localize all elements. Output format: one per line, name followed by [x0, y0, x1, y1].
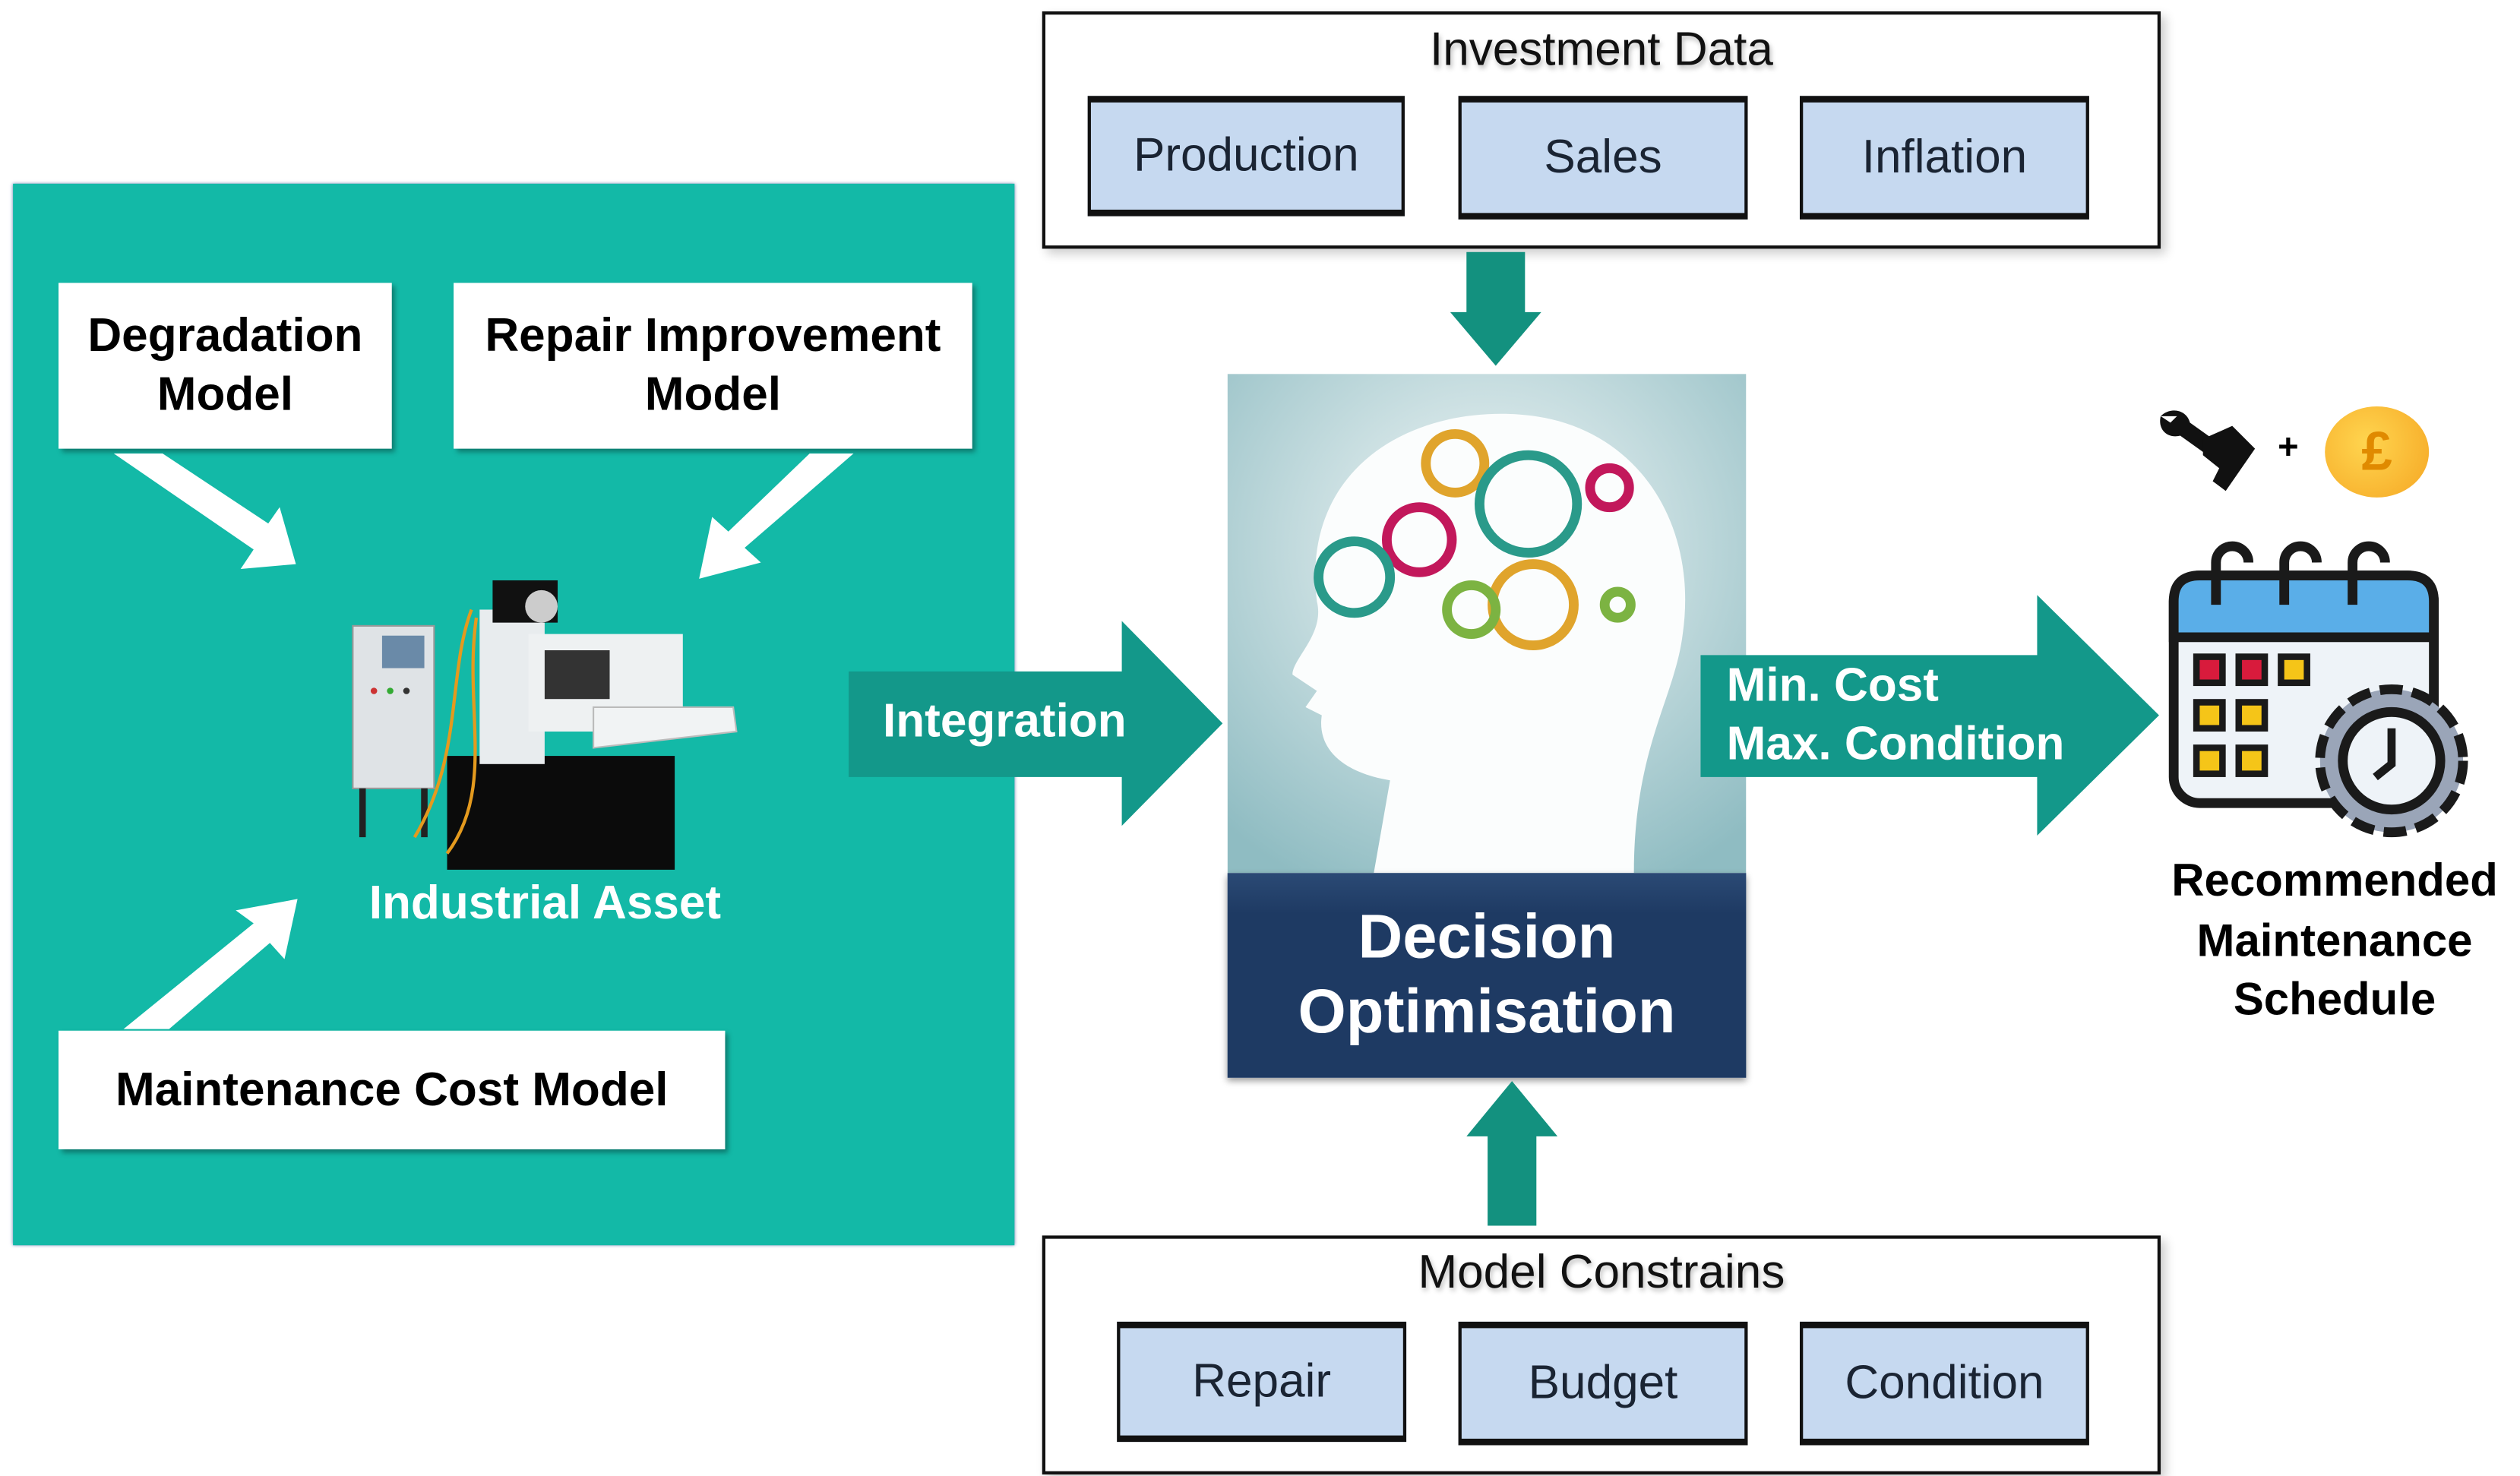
decision-line2: Optimisation [1298, 978, 1676, 1048]
degradation-model-box: Degradation Model [58, 283, 392, 449]
calendar-gear-icon [2168, 541, 2468, 838]
model-constrains-title: Model Constrains [1418, 1247, 1785, 1299]
plus-sign: + [2278, 425, 2299, 467]
repair-improvement-model-label: Repair Improvement Model [485, 310, 941, 422]
maintenance-cost-model-label: Maintenance Cost Model [115, 1064, 669, 1117]
recommended-schedule-label: Recommended Maintenance Schedule [2149, 852, 2520, 1029]
repair-improvement-model-box: Repair Improvement Model [454, 283, 972, 449]
up-arrow [1466, 1081, 1558, 1226]
model-constrains-frame: Model Constrains Repair Budget Condition [1042, 1235, 2161, 1474]
inflation-box: Inflation [1799, 96, 2089, 220]
budget-box: Budget [1458, 1321, 1748, 1446]
objective-arrow [1700, 595, 2159, 836]
down-arrow [1450, 251, 1541, 366]
industrial-machine-image [352, 580, 738, 870]
arrow-cost-to-asset [123, 899, 298, 1029]
pound-symbol: £ [2361, 420, 2392, 482]
recommended-line: Recommended [2171, 855, 2498, 906]
schedule-line: Schedule [2233, 973, 2436, 1025]
maintenance-cost-model-box: Maintenance Cost Model [58, 1030, 726, 1149]
investment-data-frame: Investment Data Production Sales Inflati… [1042, 11, 2161, 249]
objective-label: Min. Cost Max. Condition [1727, 657, 2065, 774]
decision-line1: Decision [1358, 903, 1616, 972]
repair-box: Repair [1117, 1321, 1407, 1443]
arrow-degradation-to-asset [113, 454, 296, 570]
wrench-hand-icon [2160, 410, 2256, 491]
production-box: Production [1087, 96, 1405, 217]
condition-box: Condition [1799, 1321, 2089, 1446]
maintenance-line: Maintenance [2196, 914, 2473, 966]
brain-gears-image [1227, 374, 1747, 874]
max-condition-label: Max. Condition [1726, 718, 2065, 771]
pound-coin-icon: £ [2325, 406, 2430, 498]
investment-data-title: Investment Data [1429, 24, 1773, 77]
industrial-asset-label: Industrial Asset [368, 877, 722, 931]
sales-box: Sales [1458, 96, 1748, 220]
degradation-model-label: Degradation Model [87, 310, 363, 422]
integration-label: Integration [883, 695, 1127, 748]
arrow-repair-to-asset [699, 454, 854, 579]
integration-arrow [849, 621, 1223, 826]
min-cost-label: Min. Cost [1726, 659, 1939, 713]
